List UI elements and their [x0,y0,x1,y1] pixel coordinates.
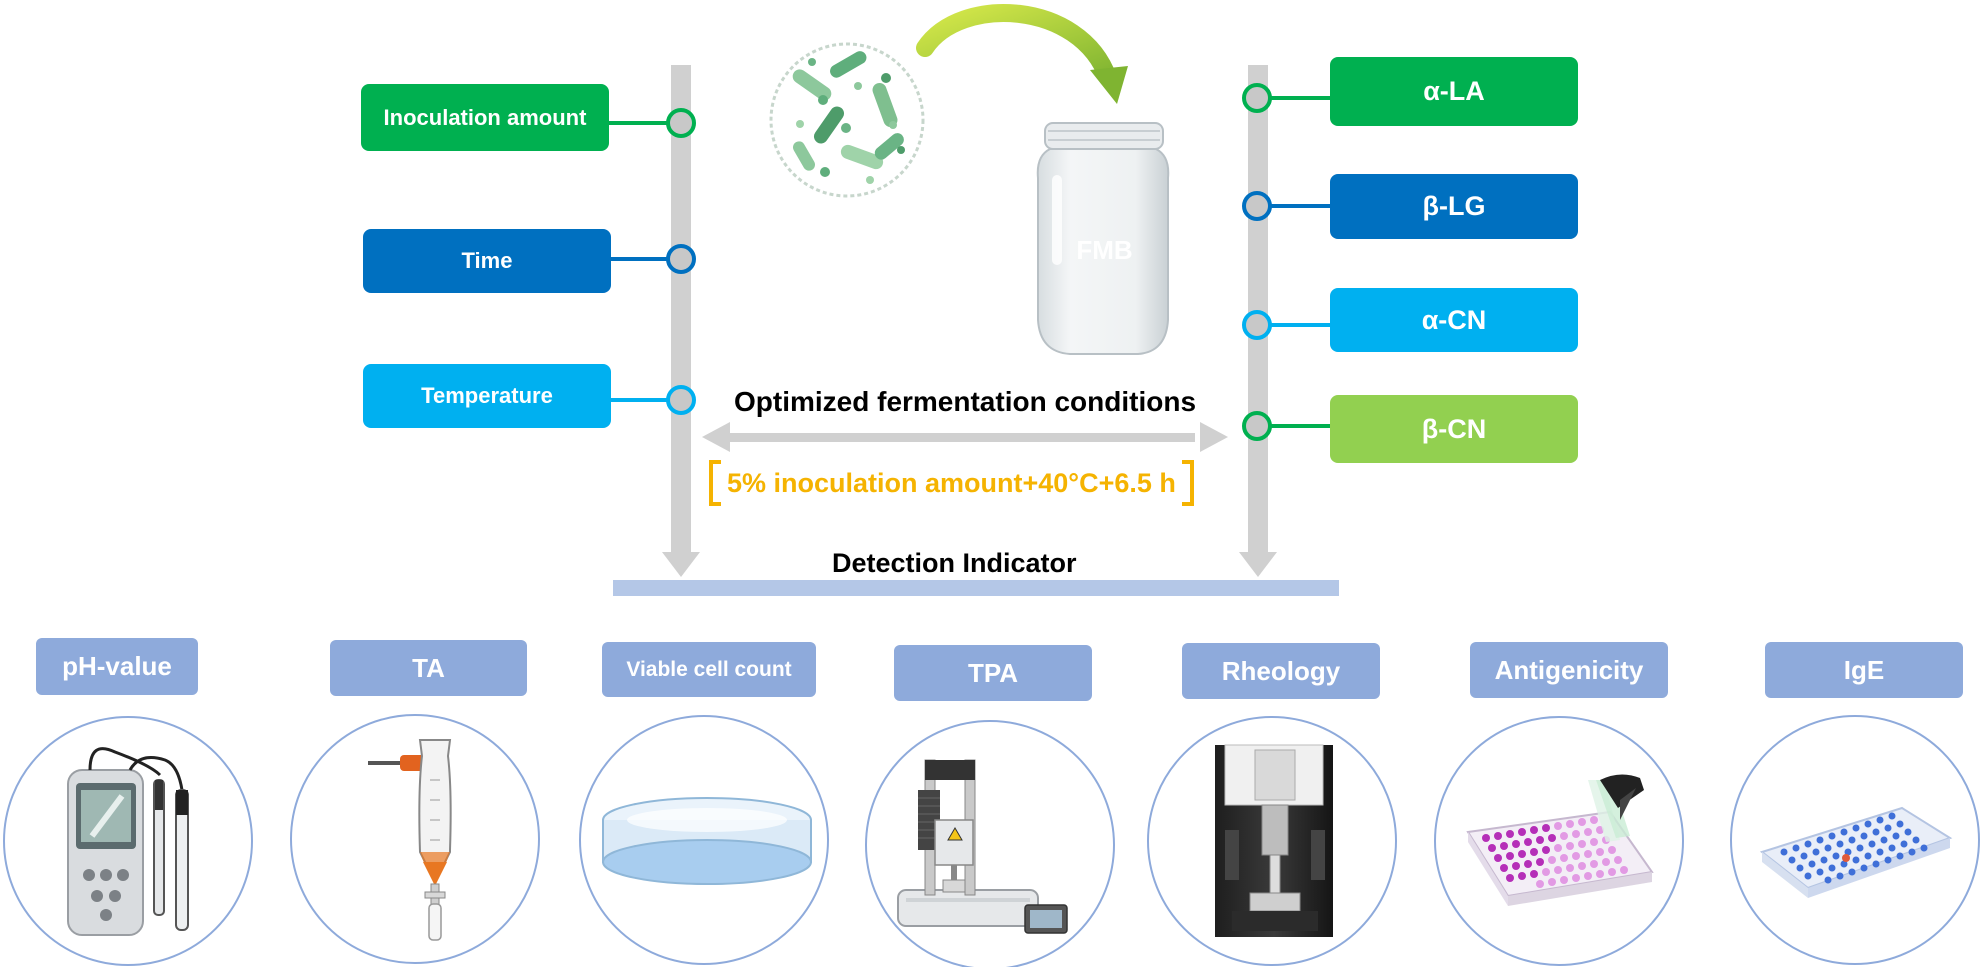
indicator-rheology: Rheology [1182,643,1380,699]
petri-dish-icon [579,715,829,965]
microplate-icon [1730,715,1980,965]
product-label: FMB [1076,234,1133,265]
conditions-text: 5% inoculation amount+40°C+6.5 h [727,467,1176,498]
burette-icon [290,714,540,964]
left-axis-arrow [662,65,700,577]
texture-analyzer-icon [865,720,1115,967]
indicator-tpa: TPA [894,645,1092,701]
right-bracket [1181,460,1194,506]
indicator-ta: TA [330,640,527,696]
curved-arrow-icon [916,4,1128,104]
indicator-ige: IgE [1765,642,1963,698]
protein-alpha-cn: α-CN [1330,288,1578,352]
protein-alpha-la: α-LA [1330,57,1578,126]
bacteria-icon [769,42,925,198]
detection-bar [613,580,1339,596]
conditions-bracket-group: 5% inoculation amount+40°C+6.5 h [709,460,1194,506]
protein-connectors [1242,83,1332,441]
rheometer-icon [1147,716,1397,966]
factor-time: Time [363,229,611,293]
elisa-plate-icon [1434,716,1684,966]
optimized-conditions-title: Optimized fermentation conditions [734,386,1197,417]
protein-beta-lg: β-LG [1330,174,1578,239]
factor-inoculation-amount: Inoculation amount [361,84,609,151]
factor-connectors [608,108,696,415]
protein-beta-cn: β-CN [1330,395,1578,463]
double-arrow [702,422,1228,452]
detection-indicator-title: Detection Indicator [832,548,1077,578]
indicator-antigenicity: Antigenicity [1470,642,1668,698]
indicator-ph-value: pH-value [36,638,198,695]
jar-icon [1036,122,1170,355]
left-bracket [709,460,721,506]
ph-meter-icon [3,716,253,966]
factor-temperature: Temperature [363,364,611,428]
indicator-viable-cell-count: Viable cell count [602,642,816,697]
